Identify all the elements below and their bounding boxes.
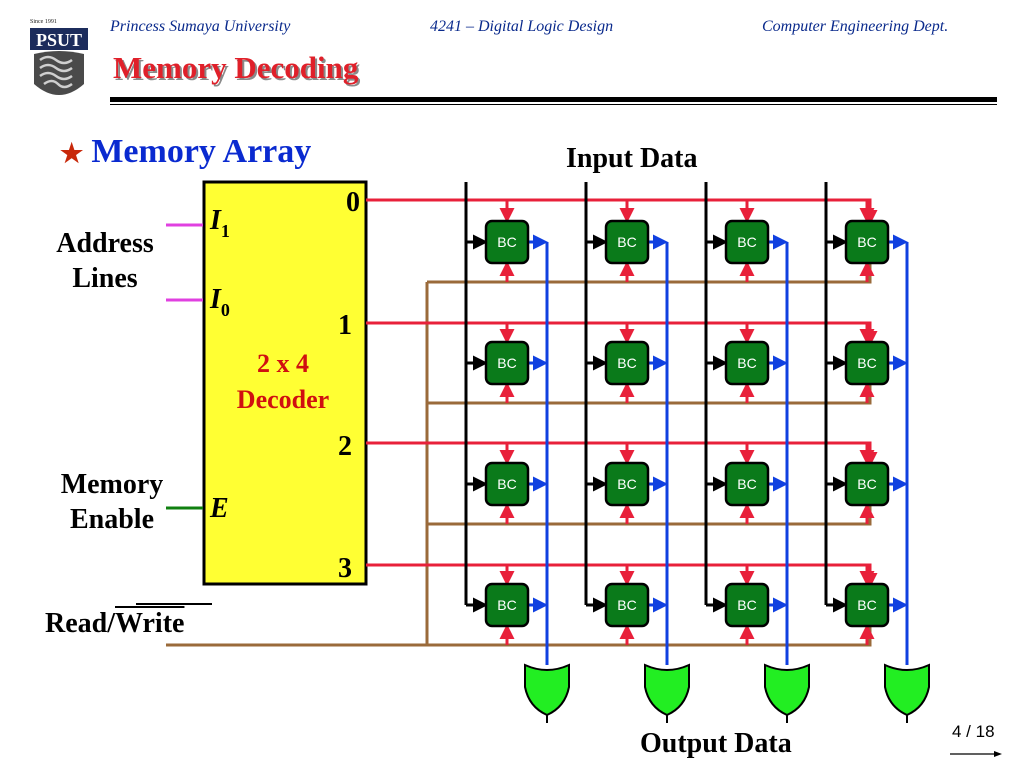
- university-logo: Since 1991 PSUT: [28, 14, 90, 104]
- read-write-label: Read/Write: [45, 608, 184, 640]
- svg-text:BC: BC: [497, 597, 516, 613]
- binary-cell-2-3: BC: [844, 461, 890, 507]
- binary-cell-1-1: BC: [604, 340, 650, 386]
- decoder-enable-input: E: [209, 493, 229, 524]
- decoder-input-i0: I0: [209, 284, 230, 320]
- svg-text:BC: BC: [737, 355, 756, 371]
- svg-text:BC: BC: [857, 234, 876, 250]
- svg-text:BC: BC: [617, 597, 636, 613]
- binary-cell-3-3: BC: [844, 582, 890, 628]
- svg-text:BC: BC: [857, 355, 876, 371]
- header-rule: [110, 97, 997, 102]
- svg-text:BC: BC: [617, 234, 636, 250]
- bullet-text: Memory Array: [91, 133, 312, 170]
- next-arrow-icon[interactable]: [950, 744, 1002, 757]
- memory-label: Memory: [60, 469, 164, 500]
- output-data-label: Output Data: [640, 728, 792, 759]
- rw-line-0: [427, 264, 872, 284]
- svg-text:BC: BC: [497, 476, 516, 492]
- binary-cell-1-3: BC: [844, 340, 890, 386]
- word-line-3: [366, 563, 878, 588]
- page-number: 4 / 18: [952, 722, 995, 741]
- binary-cell-1-2: BC: [724, 340, 770, 386]
- or-gate-1: [644, 663, 690, 717]
- word-line-0: [366, 198, 878, 225]
- binary-cell-2-1: BC: [604, 461, 650, 507]
- memory-enable-label: Memory Enable: [42, 467, 182, 537]
- logo-since: Since 1991: [30, 19, 57, 25]
- rw-line-2: [427, 506, 872, 526]
- input-data-label: Input Data: [566, 143, 698, 174]
- binary-cell-3-0: BC: [484, 582, 530, 628]
- svg-text:BC: BC: [617, 476, 636, 492]
- address-lines-label: Address Lines: [40, 226, 170, 296]
- or-gate-0: [524, 663, 570, 717]
- rw-line-3: [427, 627, 872, 647]
- header-university: Princess Sumaya University: [110, 18, 291, 35]
- binary-cell-3-2: BC: [724, 582, 770, 628]
- binary-cell-2-0: BC: [484, 461, 530, 507]
- binary-cell-0-0: BC: [484, 219, 530, 265]
- logo-text: PSUT: [36, 30, 82, 50]
- rw-line-1: [427, 385, 872, 405]
- or-gate-3: [884, 663, 930, 717]
- header-department: Computer Engineering Dept.: [762, 18, 949, 35]
- svg-text:BC: BC: [737, 476, 756, 492]
- svg-text:BC: BC: [857, 597, 876, 613]
- binary-cell-2-2: BC: [724, 461, 770, 507]
- address-label: Address: [56, 228, 154, 259]
- enable-label: Enable: [69, 504, 155, 535]
- word-line-2: [366, 441, 878, 467]
- or-gate-2: [764, 663, 810, 717]
- decoder-box: [202, 180, 368, 586]
- svg-text:BC: BC: [737, 234, 756, 250]
- binary-cell-0-2: BC: [724, 219, 770, 265]
- lines-label: Lines: [72, 263, 138, 294]
- svg-text:BC: BC: [497, 355, 516, 371]
- svg-text:BC: BC: [857, 476, 876, 492]
- svg-text:BC: BC: [737, 597, 756, 613]
- svg-text:BC: BC: [617, 355, 636, 371]
- decoder-output-0: 0: [346, 187, 360, 218]
- binary-cell-3-1: BC: [604, 582, 650, 628]
- star-bullet-icon: ★: [60, 139, 84, 168]
- decoder-output-3: 3: [338, 553, 352, 584]
- header-course: 4241 – Digital Logic Design: [430, 18, 614, 35]
- decoder-label-size: 2 x 4: [257, 349, 309, 378]
- bullet-memory-array: ★Memory Array: [60, 133, 311, 171]
- decoder-output-1: 1: [338, 310, 352, 341]
- binary-cell-1-0: BC: [484, 340, 530, 386]
- header-rule-thin: [110, 104, 997, 105]
- svg-text:BC: BC: [497, 234, 516, 250]
- read-label: Read/: [45, 608, 115, 639]
- word-line-1: [366, 321, 878, 346]
- decoder-input-i1: I1: [209, 205, 230, 241]
- binary-cell-0-1: BC: [604, 219, 650, 265]
- write-label: Write: [115, 608, 185, 639]
- decoder-label-name: Decoder: [237, 385, 329, 414]
- binary-cell-0-3: BC: [844, 219, 890, 265]
- decoder-output-2: 2: [338, 431, 352, 462]
- slide-title: Memory Decoding: [113, 50, 359, 85]
